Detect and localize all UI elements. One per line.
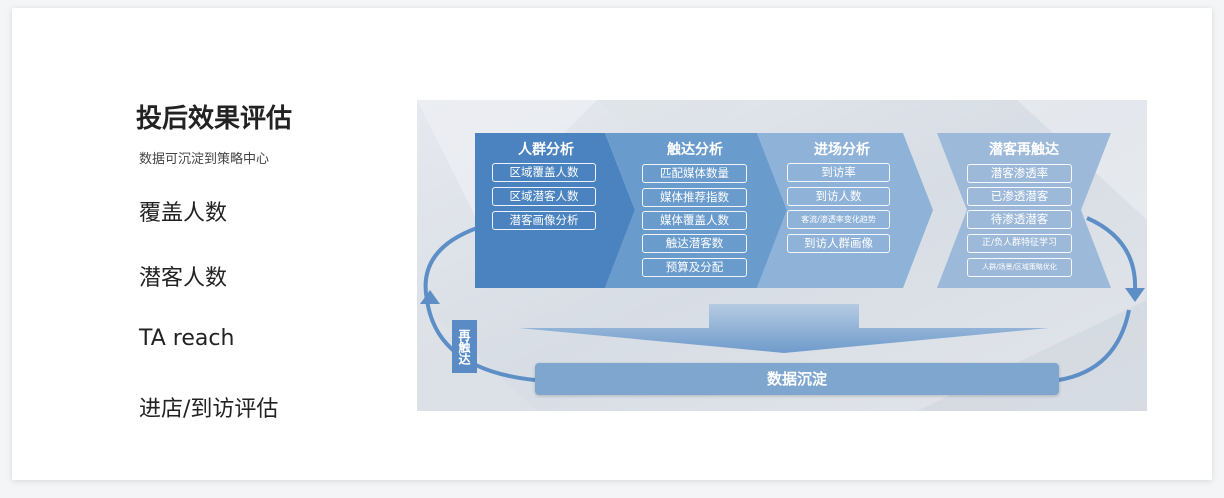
retarget-label: 再触达 [452, 320, 477, 373]
item-retarget-5: 人群/场景/区域策略优化 [967, 258, 1072, 277]
panel-title-crowd: 人群分析 [518, 142, 574, 158]
flow-diagram: 人群分析 区域覆盖人数 区域潜客人数 潜客画像分析 触达分析 匹配媒体数量 媒体… [417, 100, 1147, 411]
right-loop-line-bottom [1058, 309, 1131, 382]
item-visit-3: 客流/渗透率变化趋势 [787, 210, 890, 229]
item-reach-2: 媒体推荐指数 [642, 188, 747, 207]
item-reach-5: 预算及分配 [642, 258, 747, 277]
metric-visit-evaluation: 进店/到访评估 [139, 397, 279, 422]
item-crowd-3: 潜客画像分析 [492, 211, 596, 230]
metric-coverage: 覆盖人数 [139, 201, 228, 226]
item-visit-1: 到访率 [787, 163, 890, 182]
item-reach-1: 匹配媒体数量 [642, 164, 747, 183]
item-retarget-3: 待渗透潜客 [967, 210, 1072, 229]
item-visit-2: 到访人数 [787, 187, 890, 206]
item-reach-4: 触达潜客数 [642, 234, 747, 253]
metric-ta-reach: TA reach [139, 326, 235, 351]
item-visit-4: 到访人群画像 [787, 234, 890, 253]
item-retarget-2: 已渗透潜客 [967, 187, 1072, 206]
right-loop-arrowhead [1125, 288, 1145, 302]
item-retarget-4: 正/负人群特征学习 [967, 234, 1072, 253]
item-crowd-1: 区域覆盖人数 [492, 163, 596, 182]
panel-title-retarget: 潜客再触达 [989, 142, 1059, 158]
section-subtitle: 数据可沉淀到策略中心 [139, 152, 270, 167]
panel-title-visit: 进场分析 [814, 142, 870, 158]
left-loop-arrowhead [420, 290, 440, 304]
item-crowd-2: 区域潜客人数 [492, 187, 596, 206]
item-retarget-1: 潜客渗透率 [967, 164, 1072, 183]
metric-prospects: 潜客人数 [139, 266, 228, 291]
funnel-arrow [519, 304, 1049, 353]
data-accumulation-bar: 数据沉淀 [535, 363, 1059, 395]
panel-reach-analysis [605, 133, 787, 288]
right-loop-line-top [1086, 216, 1138, 291]
section-title: 投后效果评估 [136, 104, 293, 134]
panel-title-reach: 触达分析 [667, 142, 723, 158]
item-reach-3: 媒体覆盖人数 [642, 211, 747, 230]
